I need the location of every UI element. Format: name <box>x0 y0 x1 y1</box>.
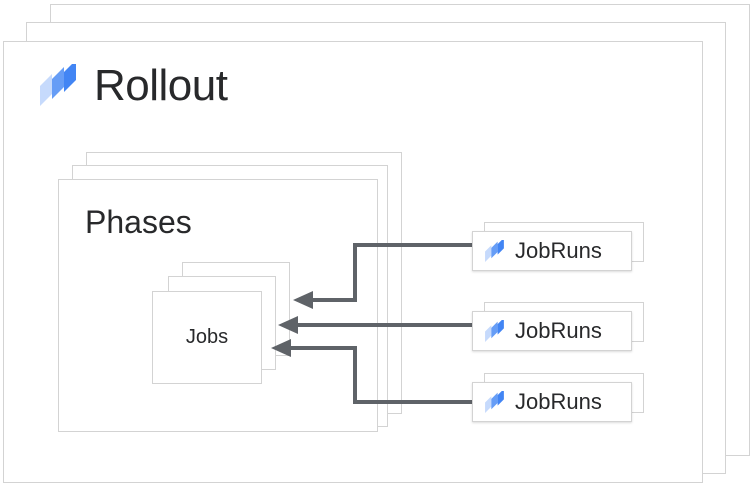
rollout-icon <box>484 319 506 343</box>
rollout-icon <box>484 239 506 263</box>
jobruns-card-3[interactable]: JobRuns <box>472 382 632 422</box>
jobruns-label: JobRuns <box>515 389 602 414</box>
jobruns-card-2[interactable]: JobRuns <box>472 311 632 351</box>
page-title: Rollout <box>94 61 228 110</box>
jobs-card[interactable] <box>152 291 262 384</box>
rollout-icon <box>38 64 80 108</box>
jobruns-label: JobRuns <box>515 318 602 343</box>
jobruns-card-1[interactable]: JobRuns <box>472 231 632 271</box>
rollout-title-row: Rollout <box>38 61 228 110</box>
rollout-icon <box>484 390 506 414</box>
phases-label: Phases <box>85 204 192 240</box>
jobruns-label: JobRuns <box>515 238 602 263</box>
